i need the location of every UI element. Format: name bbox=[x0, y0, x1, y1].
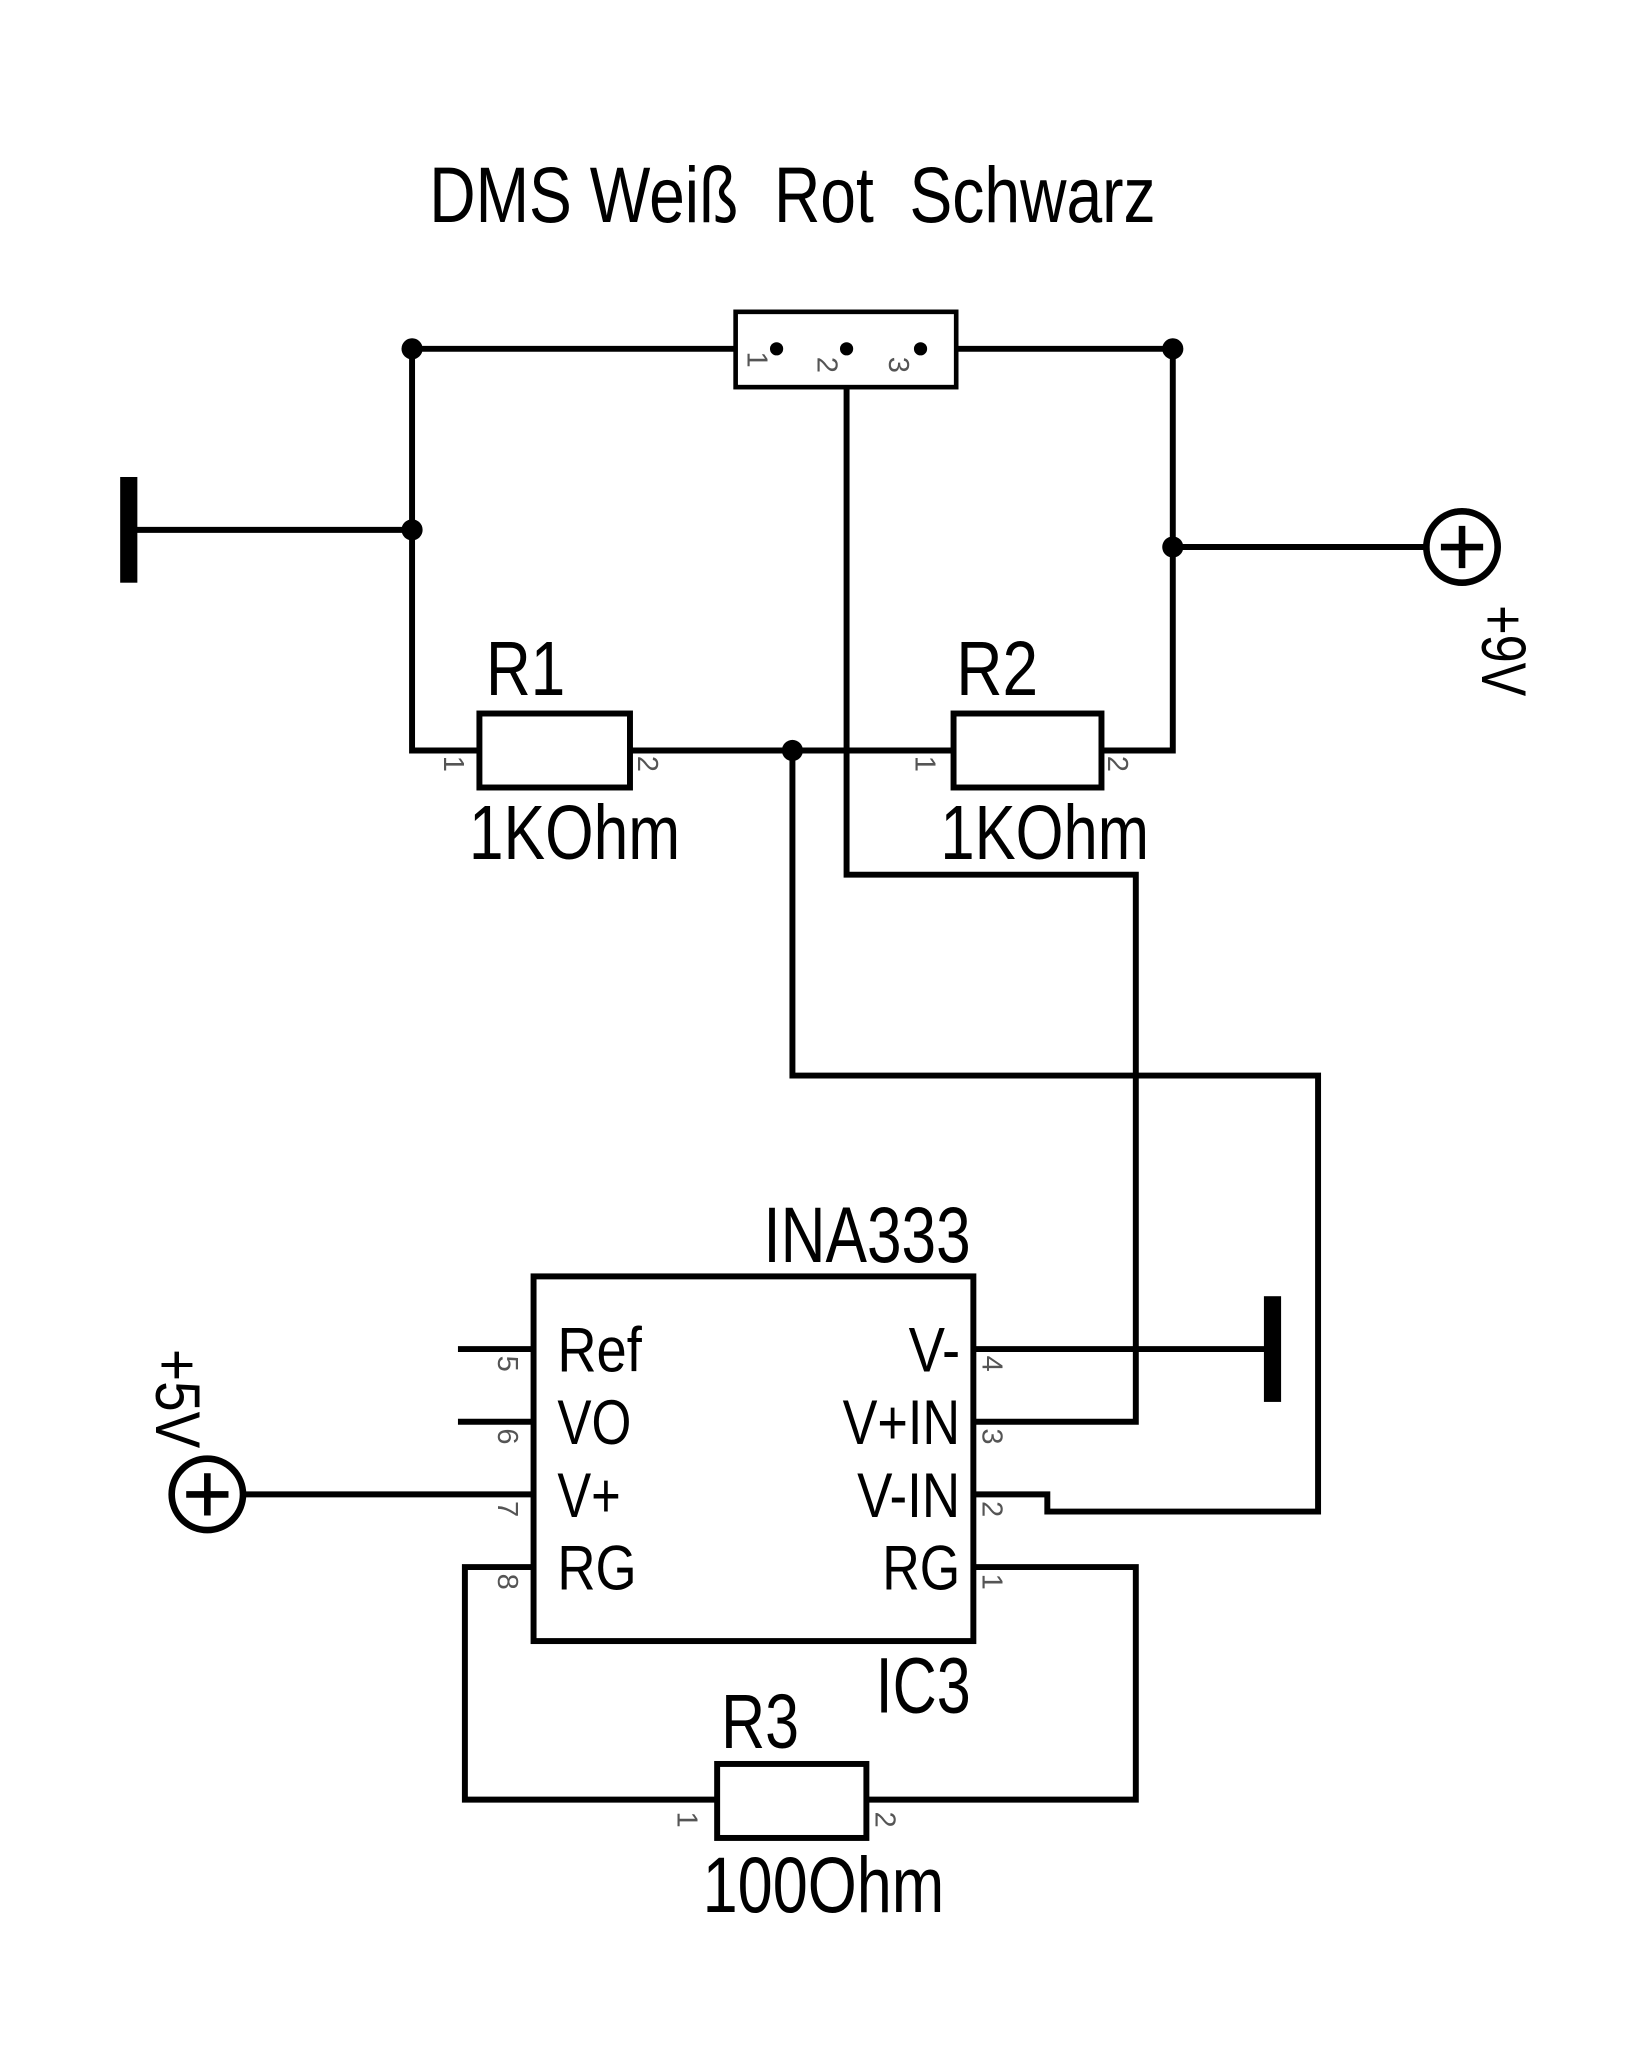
supply-5v-label: +5V bbox=[142, 1349, 212, 1448]
ic-pin-number: 1 bbox=[976, 1574, 1008, 1590]
wire-connector-pin2 bbox=[843, 345, 1139, 1425]
junction-dot bbox=[781, 739, 803, 762]
dms-connector: 1 2 3 bbox=[733, 309, 959, 390]
ic-part: INA333 bbox=[763, 1190, 970, 1279]
ic-pin-number: 2 bbox=[976, 1501, 1008, 1517]
ic-pin-number: 8 bbox=[491, 1574, 523, 1590]
r1-value: 1KOhm bbox=[469, 791, 680, 876]
wire-rg-left bbox=[461, 1564, 721, 1803]
ic-pin-number: 7 bbox=[491, 1501, 523, 1517]
connector-pin-number: 3 bbox=[882, 357, 914, 373]
supply-circle-plus-icon bbox=[168, 1455, 247, 1534]
ic-pin-label-vo: VO bbox=[557, 1388, 631, 1458]
r1-name: R1 bbox=[486, 627, 565, 712]
supply-9v-label: +9V bbox=[1468, 605, 1538, 696]
ic-pin-number: 4 bbox=[976, 1356, 1008, 1372]
ic-body bbox=[530, 1273, 977, 1645]
r1-pin-number: 2 bbox=[631, 756, 663, 772]
resistor-r1: R1 1KOhm 1 2 bbox=[437, 627, 680, 876]
ic-pin-number: 3 bbox=[976, 1428, 1008, 1444]
resistor-body bbox=[714, 1760, 870, 1841]
r2-value: 1KOhm bbox=[940, 791, 1149, 876]
ic-pin-label-rg-right: RG bbox=[882, 1534, 960, 1604]
r3-value: 100Ohm bbox=[703, 1840, 945, 1929]
ic-pin-label-vplus-in: V+IN bbox=[843, 1388, 961, 1458]
ic-pin-label-rg-left: RG bbox=[557, 1534, 636, 1604]
wire-bridge-to-vin bbox=[789, 747, 1322, 1515]
ic-name: IC3 bbox=[876, 1640, 971, 1729]
r2-name: R2 bbox=[956, 627, 1038, 712]
wire-rg-right bbox=[863, 1564, 1139, 1803]
resistor-r3: R3 100Ohm 1 2 bbox=[671, 1680, 945, 1929]
ic-pin-number: 5 bbox=[491, 1356, 523, 1372]
supply-circle-plus-icon bbox=[1423, 508, 1501, 587]
wire-left-rail bbox=[409, 345, 483, 754]
ic-pin-label-vplus: V+ bbox=[557, 1461, 620, 1531]
connector-pin-dot bbox=[769, 342, 784, 356]
connector-pin-dot bbox=[913, 342, 928, 356]
supply-5v: +5V bbox=[142, 1349, 247, 1534]
ic-pin-label-vminus: V- bbox=[909, 1316, 961, 1386]
r2-pin-number: 1 bbox=[908, 756, 940, 772]
r3-name: R3 bbox=[721, 1680, 799, 1765]
r2-pin-number: 2 bbox=[1101, 756, 1133, 772]
wire-right-rail bbox=[1098, 345, 1176, 754]
junction-dot bbox=[401, 338, 423, 360]
connector-pin-dot bbox=[839, 342, 854, 356]
supply-9v: +9V bbox=[1423, 508, 1538, 696]
r1-pin-number: 1 bbox=[437, 756, 469, 772]
junction-dot bbox=[1162, 338, 1184, 360]
resistor-r2: R2 1KOhm 1 2 bbox=[908, 627, 1149, 876]
ic-pin-number: 6 bbox=[491, 1428, 523, 1444]
junction-dot bbox=[1162, 536, 1184, 558]
connector-pin-number: 1 bbox=[741, 351, 773, 367]
junction-dot bbox=[401, 519, 423, 541]
ic-pin-label-vminus-in: V-IN bbox=[857, 1461, 960, 1531]
connector-pin-number: 2 bbox=[811, 357, 843, 373]
junctions bbox=[401, 338, 1184, 762]
ground-bar-icon bbox=[1263, 1296, 1282, 1402]
resistor-body bbox=[476, 710, 633, 791]
title: DMS Weiß Rot Schwarz bbox=[429, 150, 1155, 239]
r3-pin-number: 2 bbox=[869, 1812, 901, 1828]
wires bbox=[129, 345, 1430, 1803]
ground-bar-icon bbox=[120, 476, 138, 583]
ic-pin-label-ref: Ref bbox=[557, 1316, 642, 1386]
resistor-body bbox=[950, 710, 1105, 791]
ic-ina333: INA333 IC3 Ref VO V+ RG V- V+IN V-IN RG … bbox=[491, 1190, 1008, 1730]
r3-pin-number: 1 bbox=[671, 1812, 703, 1828]
